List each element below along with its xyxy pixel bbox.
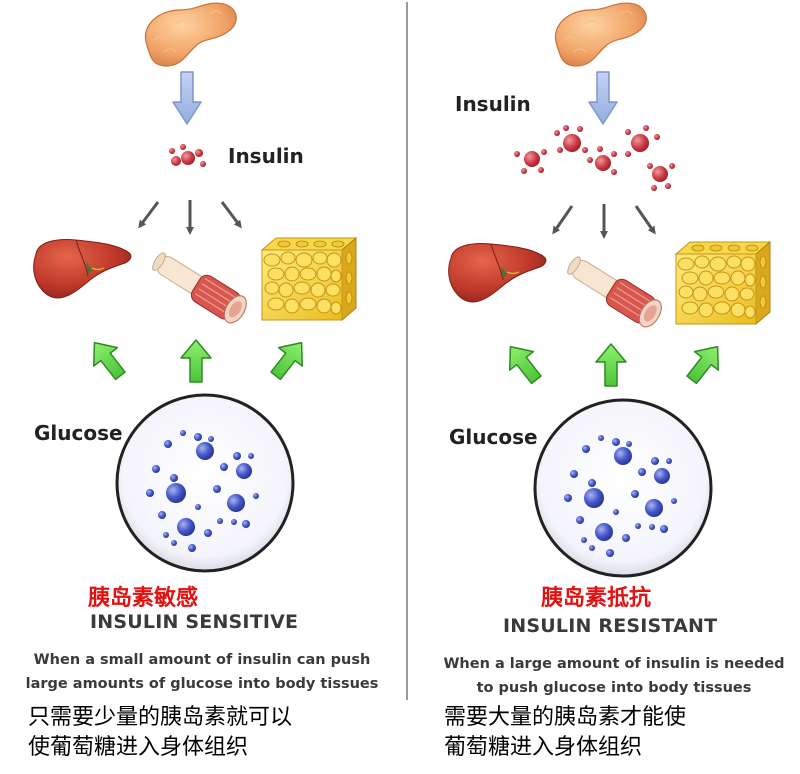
pancreas-icon [144,2,237,67]
insulin-to-organs-arrows [552,204,656,239]
insulin-to-organs-arrows [138,200,242,235]
insulin-flow-arrow [588,71,618,125]
title-cn: 胰岛素抵抗 [541,586,652,611]
description-cn: 需要大量的胰岛素才能使 葡萄糖进入身体组织 [444,705,687,760]
muscle-icon [562,250,667,332]
glucose-label: Glucose [449,425,538,449]
left-panel [32,2,357,573]
insulin-molecules-small [169,144,206,167]
liver-icon [32,238,132,299]
liver-icon [447,242,547,303]
insulin-molecules-large [514,125,675,191]
description-en: When a large amount of insulin is needed… [443,656,785,696]
glucose-pool-right [533,398,713,578]
glucose-arrow-fat [679,336,731,390]
muscle-icon [147,246,252,328]
glucose-arrow-liver [497,336,549,390]
glucose-arrow-muscle [595,343,627,387]
glucose-arrow-muscle [180,339,212,383]
title-en: INSULIN RESISTANT [503,615,718,637]
insulin-label: Insulin [228,144,304,168]
description-en: When a small amount of insulin can push … [25,652,379,692]
title-cn: 胰岛素敏感 [88,586,199,611]
glucose-arrow-liver [81,332,133,386]
title-en: INSULIN SENSITIVE [90,611,299,633]
glucose-label: Glucose [34,421,123,445]
insulin-label: Insulin [455,92,531,116]
glucose-arrow-fat [263,332,315,386]
fat-tissue-icon [261,237,357,321]
fat-tissue-icon [675,241,771,325]
insulin-flow-arrow [172,71,202,125]
pancreas-icon [554,2,647,67]
description-cn: 只需要少量的胰岛素就可以 使葡萄糖进入身体组织 [28,705,293,760]
glucose-pool-left [115,393,295,573]
right-panel [447,2,771,578]
